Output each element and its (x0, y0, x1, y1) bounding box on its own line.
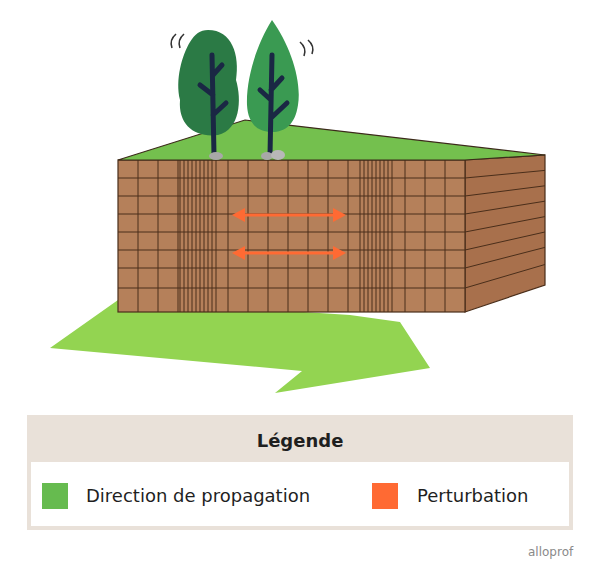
legend-swatch (372, 483, 398, 509)
soil-layer-line (118, 178, 465, 179)
rock (271, 150, 285, 160)
legend-swatch (42, 483, 68, 509)
soil-layer-line (465, 186, 545, 196)
soil-grid-line (196, 160, 197, 312)
soil-layer-line (465, 264, 545, 288)
soil-layer-line (118, 268, 465, 269)
soil-grid-line (368, 160, 369, 312)
soil-grid-line (200, 160, 201, 312)
soil-layer-line (118, 250, 465, 251)
soil-grid-line (360, 160, 361, 312)
soil-grid-line (392, 160, 393, 312)
soil-grid-line (372, 160, 373, 312)
soil-grid-line (138, 160, 139, 312)
soil-layer-line (118, 196, 465, 197)
soil-grid-line (348, 160, 349, 312)
soil-grid-line (445, 160, 446, 312)
shake-mark (171, 34, 184, 48)
soil-grid-line (405, 160, 406, 312)
perturbation-line (242, 252, 336, 255)
soil-grid-line (376, 160, 377, 312)
soil-grid-line (380, 160, 381, 312)
rock (209, 152, 223, 160)
legend-frame (27, 415, 573, 530)
legend-text: Direction de propagation (86, 484, 310, 508)
arrow-head (333, 246, 346, 260)
arrow-head (232, 208, 245, 222)
legend-heading: Légende (257, 430, 344, 451)
soil-grid-line (328, 160, 329, 312)
perturbation-arrows (232, 208, 346, 260)
soil-layer-line (465, 232, 545, 250)
soil-grid-line (208, 160, 209, 312)
legend-header: Légende (31, 419, 569, 462)
soil-grid-line (388, 160, 389, 312)
soil-grid-line (192, 160, 193, 312)
soil-grid-line (384, 160, 385, 312)
soil-layer-line (118, 214, 465, 215)
soil-layer-line (465, 170, 545, 178)
tree-crown (178, 30, 239, 135)
grass-top (118, 120, 545, 160)
tree-trunk (200, 55, 226, 155)
legend-body (31, 462, 569, 526)
arrow-head (232, 246, 245, 260)
soil-layer-line (465, 217, 545, 232)
soil-grid-line (248, 160, 249, 312)
tree-trunk (260, 55, 287, 155)
soil-grid-line (268, 160, 269, 312)
soil-grid-line (308, 160, 309, 312)
soil-grid-line (364, 160, 365, 312)
watermark: alloprof (528, 545, 573, 559)
shake-mark (300, 40, 313, 56)
soil-grid-line (158, 160, 159, 312)
soil-layer-line (465, 247, 545, 268)
soil-layer-line (465, 201, 545, 214)
soil-grid-line (212, 160, 213, 312)
soil-layer-line (118, 232, 465, 233)
soil-grid (118, 160, 465, 312)
soil-grid-line (178, 160, 179, 312)
soil-front-face (118, 160, 465, 312)
soil-layer-line (118, 288, 465, 289)
propagation-arrow (50, 300, 430, 393)
arrow-head (333, 208, 346, 222)
soil-grid-line (216, 160, 217, 312)
soil-grid-line (425, 160, 426, 312)
soil-grid-line (184, 160, 185, 312)
soil-grid-line (180, 160, 181, 312)
soil-grid-line (228, 160, 229, 312)
soil-grid-line (188, 160, 189, 312)
soil-grid-line (204, 160, 205, 312)
soil-layers (465, 170, 545, 288)
soil-side-face (465, 155, 545, 312)
perturbation-line (242, 214, 336, 217)
soil-grid-line (288, 160, 289, 312)
legend-text: Perturbation (417, 484, 529, 508)
